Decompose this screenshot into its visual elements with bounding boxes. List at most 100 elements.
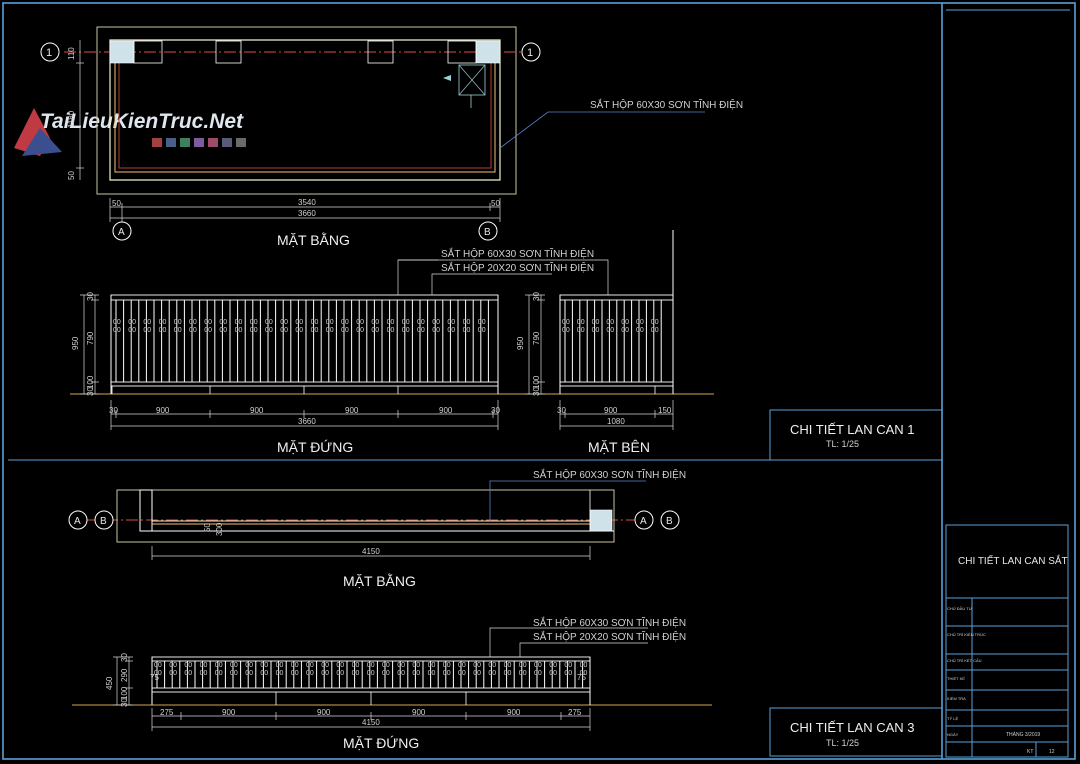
baluster-tag: 00 [371, 327, 379, 334]
baluster-tag: 00 [235, 327, 243, 334]
baluster-tag: 00 [336, 662, 344, 669]
baluster-tag: 00 [215, 670, 223, 677]
side1-dim-950: 950 [516, 336, 525, 350]
elev3-dim-75l: 75 [150, 673, 159, 682]
elev3-dim-900-4: 900 [507, 708, 521, 717]
baluster-tag: 00 [577, 327, 585, 334]
baluster-tag: 00 [113, 319, 121, 326]
baluster-tag: 00 [478, 319, 486, 326]
plan1-dim-bot: 50 [67, 171, 76, 180]
baluster-tag: 00 [580, 662, 588, 669]
baluster-tag: 00 [577, 319, 585, 326]
baluster-tag: 00 [291, 662, 299, 669]
baluster-tag: 00 [488, 662, 496, 669]
detail1-scale: TL: 1/25 [826, 439, 859, 449]
grid-marker-b: B [478, 221, 498, 241]
tb-row-2: CHỦ TRÌ KẾT CẤU [947, 658, 982, 663]
baluster-tag: 00 [488, 670, 496, 677]
tb-date-label: NGÀY [947, 732, 959, 737]
baluster-tag: 00 [417, 327, 425, 334]
svg-text:1: 1 [527, 47, 533, 59]
elev1-dim-30l: 30 [109, 406, 118, 415]
watermark-text: TaiLieuKienTruc.Net [40, 110, 244, 133]
baluster-tag: 00 [184, 662, 192, 669]
plan1-dim-3660: 3660 [298, 209, 316, 218]
baluster-tag: 00 [326, 327, 334, 334]
baluster-tag: 00 [321, 670, 329, 677]
baluster-tag: 00 [260, 670, 268, 677]
side1-dim-150: 150 [658, 406, 672, 415]
baluster-tag: 00 [143, 327, 151, 334]
detail3-elevation: 0000000000000000000000000000000000000000… [72, 616, 712, 751]
side1-dim-30: 30 [557, 406, 566, 415]
elev1-dim-lines [80, 294, 499, 430]
plan1-dim-mid: 1180 [67, 110, 76, 128]
baluster-tag: 00 [458, 670, 466, 677]
plan1-dim-3540: 3540 [298, 198, 316, 207]
tb-date-value: THÁNG 3/2019 [1006, 731, 1040, 738]
grid-marker-1-right: 1 [521, 42, 541, 62]
tb-sheet-code: KT [1027, 749, 1033, 755]
baluster-tag: 00 [245, 670, 253, 677]
baluster-tag: 00 [621, 319, 629, 326]
plan3-note: SẮT HỘP 60X30 SƠN TĨNH ĐIỆN [533, 468, 686, 481]
elev3-dim-900-2: 900 [317, 708, 331, 717]
side1-dim-lines [525, 294, 674, 430]
title-block-grid [945, 9, 1070, 758]
baluster-tag: 00 [159, 319, 167, 326]
baluster-tag: 00 [174, 319, 182, 326]
baluster-tag: 00 [443, 670, 451, 677]
elev1-dim-30t: 30 [86, 292, 95, 301]
elev1-dim-900-3: 900 [345, 406, 359, 415]
elev3-leaders [489, 627, 648, 657]
grid-marker-a-right: A [634, 510, 654, 530]
baluster-tag: 00 [280, 319, 288, 326]
tb-row-0: CHỦ ĐẦU TƯ [947, 606, 973, 611]
baluster-tag: 00 [189, 319, 197, 326]
plan1-dim-50a: 50 [112, 199, 121, 208]
baluster-tag: 00 [412, 670, 420, 677]
baluster-tag: 00 [352, 670, 360, 677]
watermark-swatches [152, 138, 246, 147]
elev3-balusters [156, 661, 584, 688]
svg-text:A: A [118, 227, 125, 238]
plan1-hdims [109, 198, 501, 222]
baluster-tag: 00 [219, 327, 227, 334]
baluster-tag: 00 [387, 327, 395, 334]
baluster-tag: 00 [564, 662, 572, 669]
baluster-tag: 00 [341, 319, 349, 326]
detail3-title: CHI TIẾT LAN CAN 3 [790, 720, 915, 735]
elev3-dim-100: 100 [120, 686, 129, 700]
elev3-baluster-tags: 0000000000000000000000000000000000000000… [154, 662, 587, 677]
elev1-title: MẶT ĐỨNG [277, 439, 353, 455]
baluster-tag: 00 [636, 327, 644, 334]
baluster-tag: 00 [382, 662, 390, 669]
elev1-leaders [397, 259, 609, 295]
elev3-dim-450: 450 [105, 676, 114, 690]
baluster-tag: 00 [235, 319, 243, 326]
baluster-tag: 00 [534, 670, 542, 677]
svg-text:A: A [74, 516, 81, 527]
baluster-tag: 00 [295, 319, 303, 326]
baluster-tag: 00 [265, 319, 273, 326]
baluster-tag: 00 [295, 327, 303, 334]
svg-text:A: A [640, 516, 647, 527]
plan3-dim-300: 300 [215, 522, 224, 536]
elev3-dim-900-3: 900 [412, 708, 426, 717]
baluster-tag: 00 [473, 670, 481, 677]
baluster-tag: 00 [463, 319, 471, 326]
baluster-tag: 00 [636, 319, 644, 326]
baluster-tag: 00 [402, 319, 410, 326]
elev1-dim-900-1: 900 [156, 406, 170, 415]
baluster-tag: 00 [311, 319, 319, 326]
baluster-tag: 00 [519, 662, 527, 669]
svg-text:B: B [100, 516, 107, 527]
elev3-dim-275r: 275 [568, 708, 582, 717]
baluster-tag: 00 [154, 662, 162, 669]
baluster-tag: 00 [159, 327, 167, 334]
plan1-dim-left: 110 [67, 47, 76, 60]
elev3-note-2020: SẮT HỘP 20X20 SƠN TĨNH ĐIỆN [533, 630, 686, 643]
elev3-dim-75r: 75 [577, 673, 586, 682]
baluster-tag: 00 [504, 670, 512, 677]
